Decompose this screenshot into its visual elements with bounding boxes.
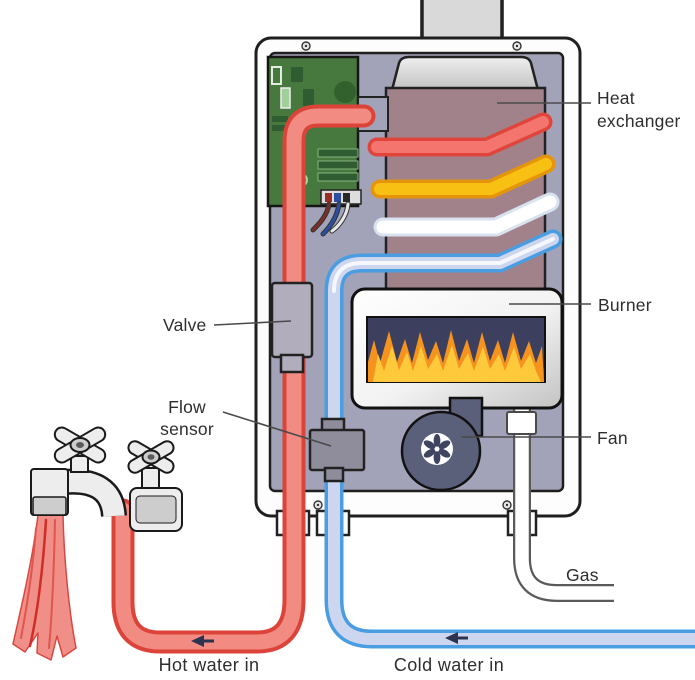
tap-handle-icon <box>127 440 175 474</box>
fan <box>400 396 484 492</box>
hot-tap <box>30 426 127 518</box>
hot-water-stream <box>12 514 77 661</box>
cold-flow-arrow-icon <box>445 632 468 644</box>
fan-impeller-icon <box>423 434 451 464</box>
flow-sensor-leader-line <box>222 411 332 447</box>
valve <box>270 281 314 374</box>
hot-flow-arrow-icon <box>191 635 214 647</box>
case-screw-icons <box>301 41 522 510</box>
second-tap <box>127 440 183 532</box>
label-cold-water-in: Cold water in <box>394 655 504 675</box>
flow-sensor <box>308 417 366 483</box>
label-hot-water-in: Hot water in <box>159 655 260 675</box>
valve-leader-line <box>213 320 292 326</box>
label-burner: Burner <box>598 295 652 315</box>
label-valve: Valve <box>163 315 206 335</box>
label-fan: Fan <box>597 428 628 448</box>
label-flow-sensor-line1: Flow <box>168 397 206 417</box>
tap-handle-icon <box>53 426 107 464</box>
hot-water-pipe <box>111 104 376 654</box>
label-flow-sensor-line2: sensor <box>160 419 214 439</box>
exchanger-zigzag-pipes <box>367 112 560 237</box>
pcb-wires <box>310 201 351 237</box>
label-gas: Gas <box>566 565 599 585</box>
label-heat-exchanger-line2: exchanger <box>597 111 681 131</box>
gas-pipe <box>506 406 614 602</box>
burner <box>350 287 564 410</box>
label-heat-exchanger-line1: Heat <box>597 88 635 108</box>
